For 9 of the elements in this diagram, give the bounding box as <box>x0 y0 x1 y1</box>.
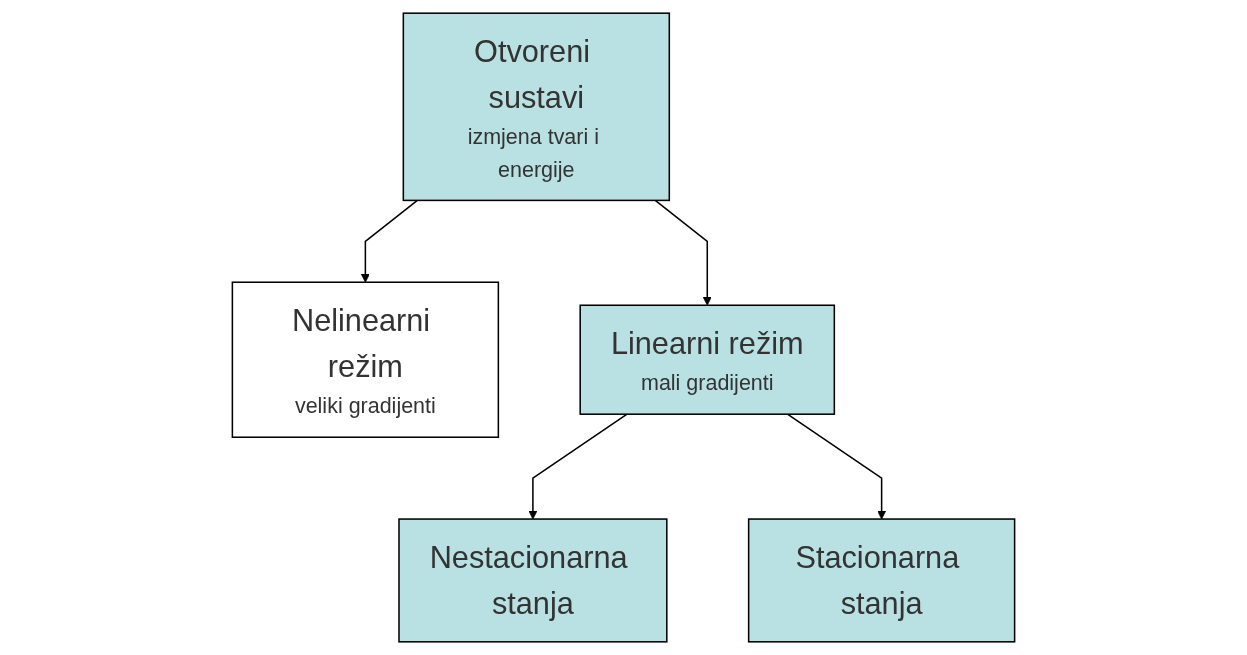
node-box: Nestacionarna stanja <box>398 518 668 643</box>
arrow <box>654 199 712 306</box>
arrow <box>360 199 419 283</box>
node-box: Linearni režim mali gradijenti <box>579 304 836 415</box>
node-box: Otvoreni sustavi izmjena tvari i energije <box>402 12 671 202</box>
node-box: Stacionarna stanja <box>747 518 1016 643</box>
node-box: Nelinearni režim veliki gradijenti <box>231 281 500 438</box>
arrow <box>528 413 628 520</box>
arrow <box>786 413 887 520</box>
